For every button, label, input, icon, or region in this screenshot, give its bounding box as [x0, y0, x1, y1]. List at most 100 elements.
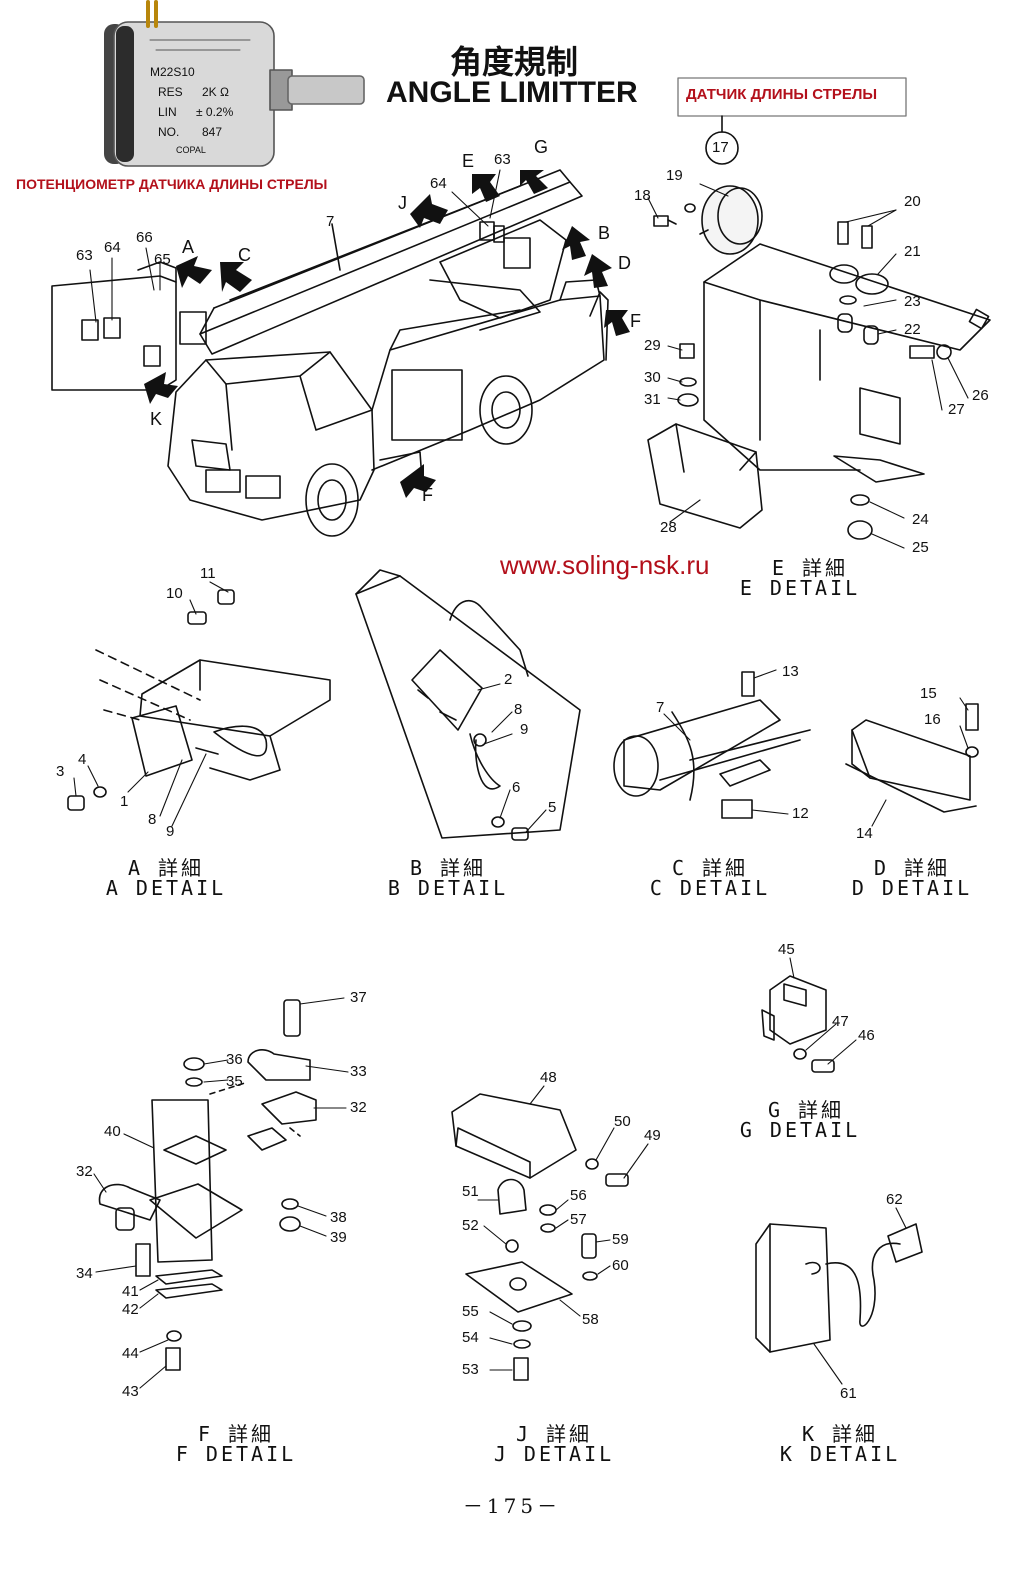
part-44: 44 [122, 1345, 139, 1362]
part-8-b: 8 [514, 701, 523, 718]
part-46: 46 [858, 1027, 875, 1044]
view-letter-g: G [534, 137, 549, 157]
b-detail-drawing [355, 569, 581, 841]
j-detail-drawing [451, 1093, 629, 1381]
caption-a-detail-jp: A 詳細 [127, 856, 205, 880]
part-36: 36 [226, 1051, 243, 1068]
caption-d-detail-en: D DETAIL [851, 876, 973, 900]
caption-f-detail-jp: F 詳細 [197, 1422, 275, 1446]
part-39: 39 [330, 1229, 347, 1246]
part-16: 16 [924, 711, 941, 728]
part-60: 60 [612, 1257, 629, 1274]
part-21: 21 [904, 243, 921, 260]
view-letter-f-lower: F [422, 485, 433, 505]
part-56: 56 [570, 1187, 587, 1204]
part-19: 19 [666, 167, 683, 184]
part-57: 57 [570, 1211, 587, 1228]
part-7-c: 7 [656, 699, 665, 716]
part-18: 18 [634, 187, 651, 204]
caption-g-detail-en: G DETAIL [739, 1118, 861, 1142]
k-detail-drawing [755, 1223, 923, 1353]
callout-17-circle [705, 131, 739, 165]
part-9-a: 9 [166, 823, 175, 840]
part-65: 65 [154, 251, 171, 268]
part-25: 25 [912, 539, 929, 556]
caption-f-detail-en: F DETAIL [175, 1442, 297, 1466]
website-watermark: www.soling-nsk.ru [500, 550, 710, 580]
caption-j-detail-jp: J 詳細 [515, 1422, 593, 1446]
part-48: 48 [540, 1069, 557, 1086]
caption-j-detail-en: J DETAIL [493, 1442, 615, 1466]
part-11: 11 [200, 565, 216, 582]
part-2: 2 [504, 671, 513, 688]
caption-d-detail-jp: D 詳細 [873, 856, 951, 880]
part-20: 20 [904, 193, 921, 210]
part-31: 31 [644, 391, 661, 408]
part-63-boom: 63 [494, 151, 511, 168]
part-6: 6 [512, 779, 521, 796]
pot-maker: COPAL [176, 145, 206, 155]
view-letter-c: C [238, 245, 251, 265]
pot-no-value: 847 [202, 125, 223, 139]
g-detail-drawing [761, 975, 835, 1073]
boxed-label-ru: ДАТЧИК ДЛИНЫ СТРЕЛЫ [686, 86, 878, 103]
part-41: 41 [122, 1283, 139, 1300]
part-54: 54 [462, 1329, 479, 1346]
view-letter-d: D [618, 253, 631, 273]
page-number: －175－ [462, 1494, 562, 1518]
part-5: 5 [548, 799, 557, 816]
part-40: 40 [104, 1123, 121, 1140]
view-letter-a: A [182, 237, 195, 257]
part-34: 34 [76, 1265, 93, 1282]
part-59: 59 [612, 1231, 629, 1248]
caption-k-detail-en: K DETAIL [779, 1442, 901, 1466]
caption-e-detail-jp: E 詳細 [771, 556, 849, 580]
view-letter-k: K [150, 409, 163, 429]
part-8-a: 8 [148, 811, 157, 828]
part-33: 33 [350, 1063, 367, 1080]
part-1: 1 [120, 793, 129, 810]
part-30: 30 [644, 369, 661, 386]
part-9-b: 9 [520, 721, 529, 738]
title-en: ANGLE LIMITTER [386, 76, 638, 109]
part-49: 49 [644, 1127, 661, 1144]
part-45: 45 [778, 941, 795, 958]
part-47: 47 [832, 1013, 849, 1030]
d-detail-drawing [845, 703, 979, 813]
part-10: 10 [166, 585, 183, 602]
part-58: 58 [582, 1311, 599, 1328]
part-32-right: 32 [350, 1099, 367, 1116]
e-detail-drawing [647, 185, 991, 540]
part-13: 13 [782, 663, 799, 680]
caption-c-detail-en: C DETAIL [649, 876, 771, 900]
part-24: 24 [912, 511, 929, 528]
a-detail-drawing [67, 589, 331, 811]
pot-lin-value: ± 0.2% [196, 105, 234, 119]
part-22: 22 [904, 321, 921, 338]
caption-a-detail-en: A DETAIL [105, 876, 227, 900]
part-32-left: 32 [76, 1163, 93, 1180]
caption-b-detail-en: B DETAIL [387, 876, 509, 900]
truck-overview-drawing [51, 169, 609, 537]
leader-lines [73, 169, 969, 1389]
part-61: 61 [840, 1385, 857, 1402]
title-jp: 角度規制 [450, 43, 579, 81]
part-3: 3 [56, 763, 65, 780]
pot-model: M22S10 [150, 65, 195, 79]
caption-g-detail-jp: G 詳細 [767, 1098, 845, 1122]
caption-e-detail-en: E DETAIL [739, 576, 861, 600]
pot-lin-label: LIN [158, 105, 177, 119]
part-62: 62 [886, 1191, 903, 1208]
caption-c-detail-jp: C 詳細 [671, 856, 749, 880]
view-arrows [144, 170, 630, 498]
caption-k-detail-jp: K 詳細 [801, 1422, 879, 1446]
part-29: 29 [644, 337, 661, 354]
part-52: 52 [462, 1217, 479, 1234]
part-50: 50 [614, 1113, 631, 1130]
view-letter-j: J [398, 193, 407, 213]
pot-no-label: NO. [158, 125, 180, 139]
part-51: 51 [462, 1183, 479, 1200]
part-42: 42 [122, 1301, 139, 1318]
part-38: 38 [330, 1209, 347, 1226]
